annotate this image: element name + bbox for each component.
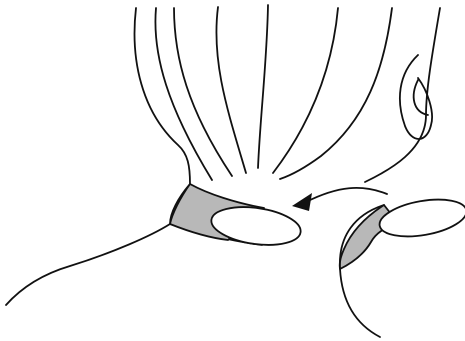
curl-outer: [400, 55, 432, 139]
striation-4: [216, 7, 246, 173]
attached-oval: [209, 202, 303, 250]
striation-6: [273, 8, 338, 173]
attached-flap-region: [170, 184, 303, 250]
left-contour-upper: [6, 184, 190, 305]
right-curled-edge: [400, 55, 432, 139]
striation-5: [258, 5, 268, 168]
displaced-flap: [340, 194, 465, 337]
striation-8: [365, 8, 440, 182]
upper-striations: [135, 5, 440, 184]
movement-arrow: [292, 188, 387, 211]
striation-1: [135, 8, 190, 184]
striation-7: [280, 8, 392, 179]
arrow-head: [292, 193, 312, 211]
striation-2: [155, 8, 212, 180]
arrow-shaft: [306, 188, 387, 202]
displaced-oval: [377, 194, 465, 243]
